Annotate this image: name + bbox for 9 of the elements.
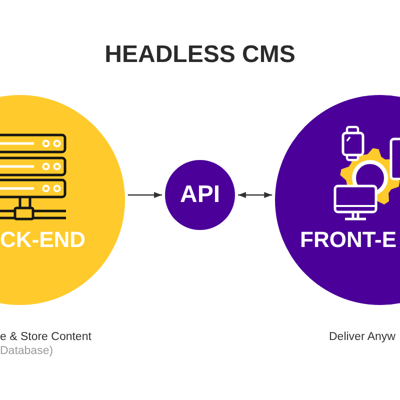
node-label: API bbox=[180, 183, 220, 207]
caption-text: Database) bbox=[0, 345, 54, 359]
caption-text: e & Store Content bbox=[0, 331, 92, 345]
node-label: FRONT-E bbox=[300, 229, 397, 251]
title: HEADLESS CMS bbox=[104, 43, 296, 67]
node-label: CK-END bbox=[0, 229, 86, 251]
arrow bbox=[128, 192, 162, 198]
double-arrow bbox=[238, 192, 272, 198]
caption-text: Deliver Anyw bbox=[329, 331, 396, 345]
